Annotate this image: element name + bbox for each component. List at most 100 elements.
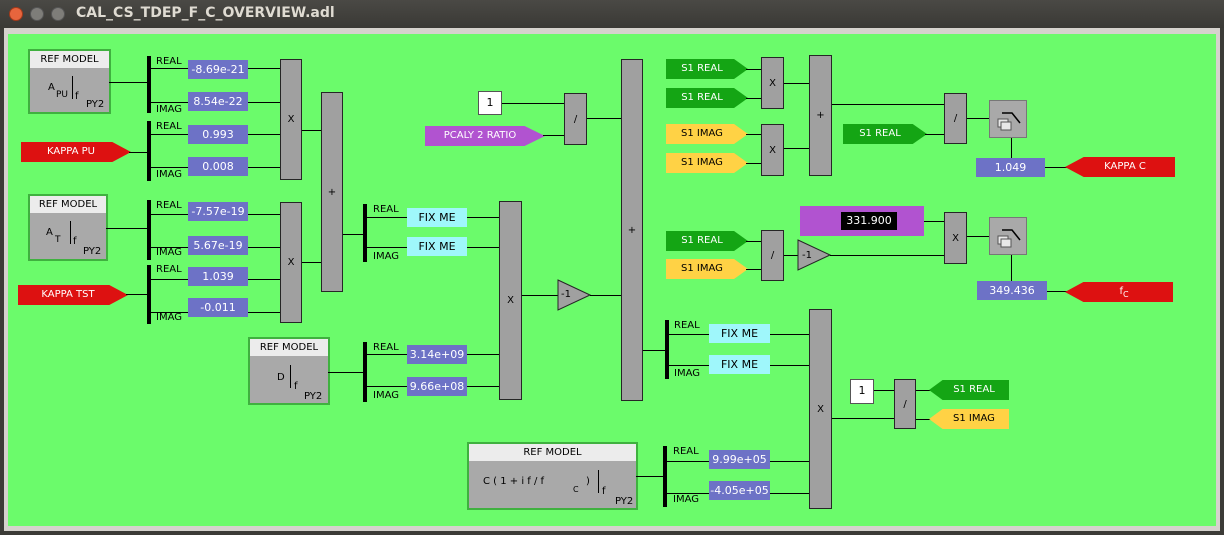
- multiply-block-4: X: [761, 57, 784, 109]
- ref-model-header: REF MODEL: [250, 339, 328, 356]
- wire: [874, 390, 894, 391]
- imag-label: IMAG: [156, 312, 182, 323]
- ref-model-header: REF MODEL: [30, 196, 106, 213]
- s1-imag-signal[interactable]: S1 IMAG: [666, 259, 748, 279]
- ref-model-header: REF MODEL: [30, 51, 109, 68]
- s1-imag-signal[interactable]: S1 IMAG: [666, 124, 748, 144]
- c-imag-value: -4.05e+05: [709, 481, 770, 500]
- a-t-real-value: -7.57e-19: [188, 202, 248, 221]
- ref-model-a-pu[interactable]: REF MODEL A PU f PY2: [28, 49, 111, 114]
- f-c-signal-label: f: [1119, 286, 1123, 297]
- constant-one-1[interactable]: 1: [478, 91, 502, 115]
- divide-block-3: /: [761, 230, 784, 281]
- wire: [587, 118, 621, 119]
- filter-icon[interactable]: [989, 217, 1027, 255]
- wire: [543, 135, 564, 136]
- c-real-value: 9.99e+05: [709, 450, 770, 469]
- constant-one-2[interactable]: 1: [850, 379, 874, 404]
- wire: [916, 390, 931, 391]
- d-real-value: 3.14e+09: [407, 345, 467, 364]
- s1-real-signal[interactable]: S1 REAL: [929, 380, 1009, 400]
- s1-real-signal[interactable]: S1 REAL: [666, 231, 748, 251]
- kappa-c-value: 1.049: [976, 158, 1045, 177]
- fix-me-real: FIX ME: [709, 324, 770, 343]
- s1-real-signal[interactable]: S1 REAL: [666, 59, 748, 79]
- negate-label: -1: [561, 289, 571, 300]
- window-close-icon[interactable]: [9, 7, 23, 21]
- ref-model-f: f: [75, 91, 79, 102]
- wire: [925, 134, 945, 135]
- s1-real-signal[interactable]: S1 REAL: [843, 124, 927, 144]
- ref-model-c[interactable]: REF MODEL C ( 1 + i f / f C ) f PY2: [467, 442, 638, 510]
- multiply-block-2: X: [280, 202, 302, 323]
- kappa-tst-real-value: 1.039: [188, 267, 248, 286]
- kappa-pu-signal[interactable]: KAPPA PU: [21, 142, 131, 162]
- kappa-c-signal[interactable]: KAPPA C: [1065, 157, 1175, 177]
- wire: [302, 262, 321, 263]
- wire: [1011, 255, 1012, 282]
- medm-screen: REF MODEL A PU f PY2 REAL IMAG -8.69e-21…: [8, 34, 1216, 526]
- wire: [522, 295, 558, 296]
- wire: [967, 118, 989, 119]
- ref-model-symbol: A: [46, 227, 53, 238]
- wire: [924, 221, 944, 222]
- imag-label: IMAG: [156, 247, 182, 258]
- s1-real-signal[interactable]: S1 REAL: [666, 88, 748, 108]
- ref-model-symbol: C ( 1 + i f / f: [483, 476, 545, 487]
- ref-model-symbol: A: [48, 82, 55, 93]
- f-c-signal-subscript: C: [1122, 290, 1129, 299]
- filter-icon[interactable]: [989, 100, 1027, 138]
- wire: [832, 418, 894, 419]
- f-c-signal[interactable]: fC: [1065, 282, 1173, 302]
- multiply-block-6: X: [944, 212, 967, 264]
- imag-label: IMAG: [373, 251, 399, 262]
- fix-me-real: FIX ME: [407, 208, 467, 227]
- wire: [343, 234, 365, 235]
- real-label: REAL: [156, 56, 182, 67]
- a-pu-real-value: -8.69e-21: [188, 60, 248, 79]
- sum-block-3: +: [809, 55, 832, 176]
- ref-model-f: f: [294, 381, 298, 392]
- wire: [1011, 138, 1012, 158]
- wire: [916, 419, 931, 420]
- wire: [746, 69, 762, 70]
- window-minimize-icon[interactable]: [30, 7, 44, 21]
- wire: [126, 294, 149, 295]
- sum-block-1: +: [321, 92, 343, 292]
- window-maximize-icon[interactable]: [51, 7, 65, 21]
- ref-model-symbol: D: [277, 372, 285, 383]
- pcaly-ratio-signal[interactable]: PCALY 2 RATIO: [425, 126, 545, 146]
- wire: [502, 103, 564, 104]
- real-label: REAL: [156, 200, 182, 211]
- fix-me-imag: FIX ME: [407, 237, 467, 256]
- multiply-block-5: X: [761, 124, 784, 176]
- divide-block-2: /: [944, 93, 967, 144]
- negate-label: -1: [802, 250, 812, 261]
- ref-model-py: PY2: [304, 391, 323, 402]
- title-bar: CAL_CS_TDEP_F_C_OVERVIEW.adl: [0, 0, 1224, 28]
- wire: [1047, 291, 1067, 292]
- wire: [590, 295, 621, 296]
- s1-imag-signal[interactable]: S1 IMAG: [666, 153, 748, 173]
- eval-bar: [290, 365, 291, 388]
- split-bus: [147, 56, 151, 113]
- ref-model-py: PY2: [86, 99, 105, 110]
- split-bus: [363, 342, 367, 402]
- kappa-tst-signal[interactable]: KAPPA TST: [18, 285, 128, 305]
- ref-model-d[interactable]: REF MODEL D f PY2: [248, 337, 330, 405]
- f-c-input[interactable]: 331.900: [841, 212, 897, 230]
- multiply-block-3: X: [499, 201, 522, 400]
- negate-block-1: [557, 279, 591, 311]
- wire: [129, 152, 149, 153]
- real-label: REAL: [156, 264, 182, 275]
- wire: [746, 98, 762, 99]
- real-label: REAL: [373, 342, 399, 353]
- ref-model-close: ): [586, 476, 590, 487]
- ref-model-a-t[interactable]: REF MODEL A T f PY2: [28, 194, 108, 261]
- wire: [830, 255, 944, 256]
- s1-imag-signal[interactable]: S1 IMAG: [929, 409, 1009, 429]
- multiply-block-1: X: [280, 59, 302, 180]
- wire: [636, 476, 665, 477]
- imag-label: IMAG: [674, 368, 700, 379]
- real-label: REAL: [674, 320, 700, 331]
